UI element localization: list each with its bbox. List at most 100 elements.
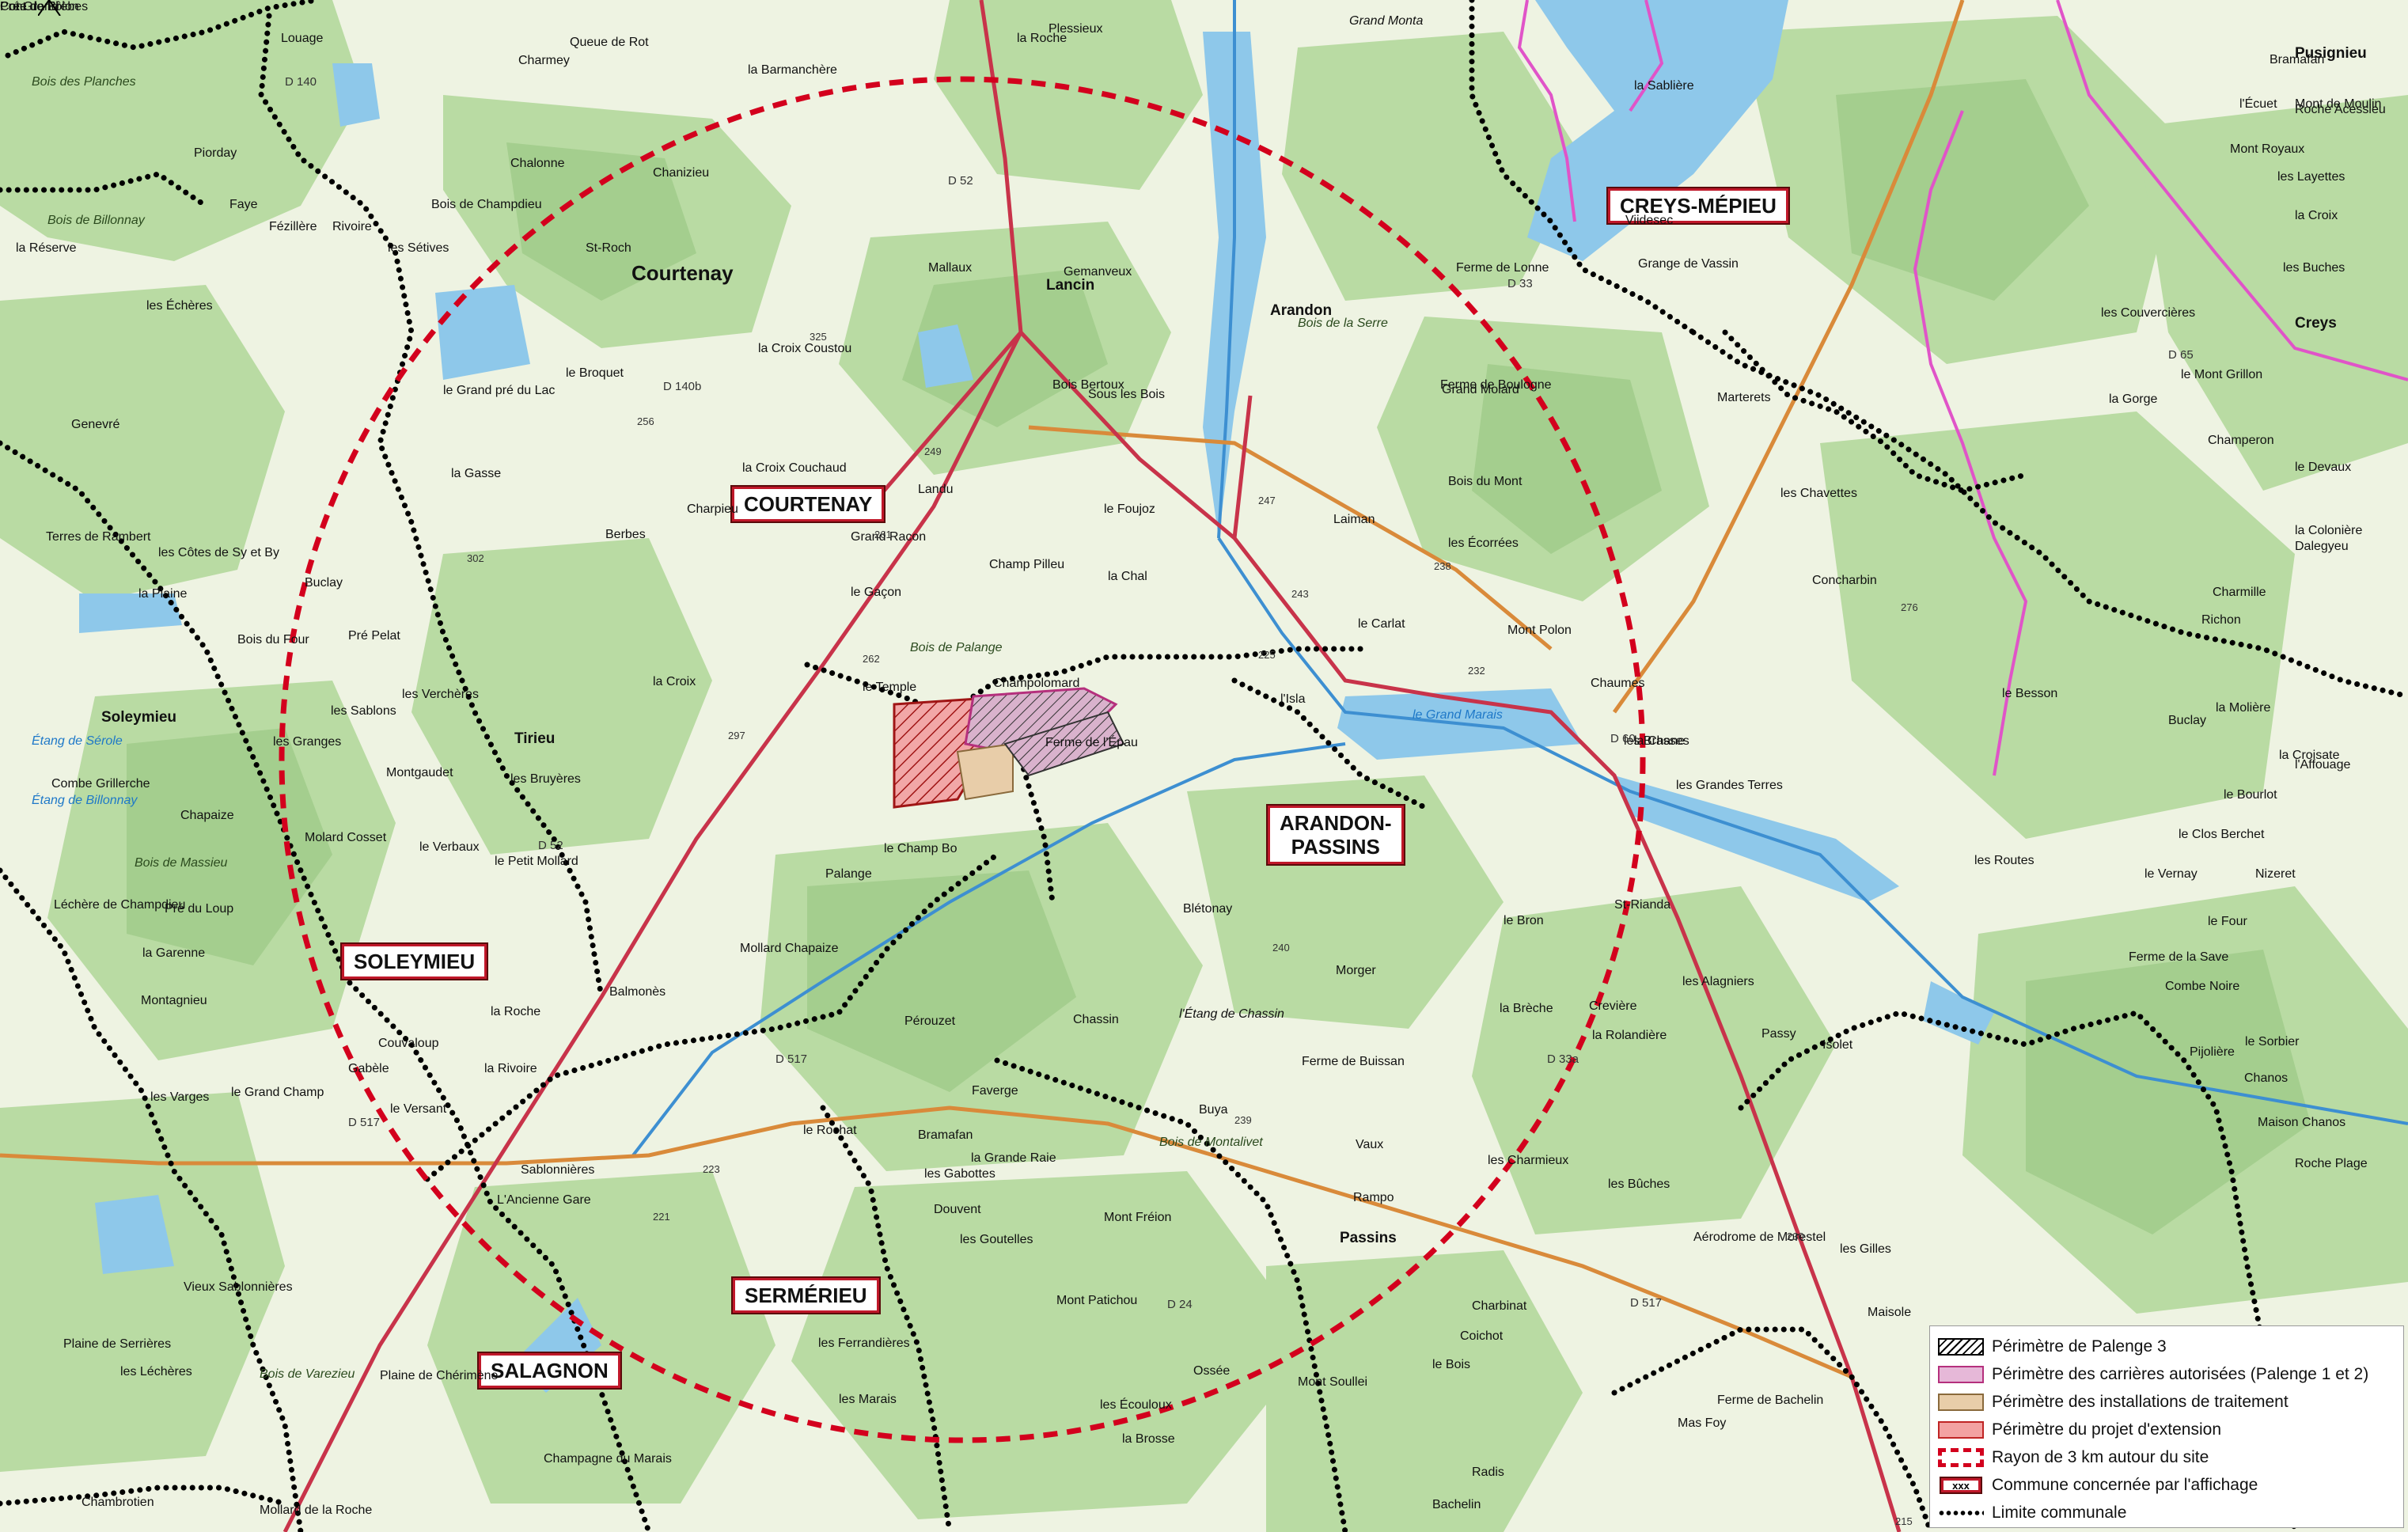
place-label: Chambrotien <box>82 1496 154 1509</box>
place-label: le Broquet <box>566 366 624 380</box>
place-label: Terres de Rambert <box>46 530 151 544</box>
place-label: Isolet <box>1822 1038 1853 1052</box>
place-label: Mollard de la Roche <box>260 1504 373 1517</box>
place-label: Étang de Billonnay <box>32 794 138 807</box>
place-label: la Chane <box>1634 734 1686 748</box>
place-label: Léchère de Champdieu <box>54 898 186 912</box>
spot-height: 276 <box>1901 601 1918 613</box>
place-label: Charmey <box>518 54 570 67</box>
place-label: St-Roch <box>586 241 631 255</box>
place-label: Bois de Varezieu <box>260 1367 355 1381</box>
commune-label-creys-mepieu[interactable]: CREYS-MÉPIEU <box>1606 187 1790 225</box>
place-label: Ossée <box>1193 1364 1231 1378</box>
place-label: Maisole <box>1868 1306 1912 1319</box>
place-label: Bramafan <box>918 1128 973 1142</box>
commune-label-courtenay[interactable]: COURTENAY <box>730 485 886 523</box>
place-label: le Four <box>2208 915 2247 928</box>
place-label: la Brosse <box>1122 1432 1175 1446</box>
place-label: les Buches <box>2283 261 2345 275</box>
place-label: Combe Grillerche <box>51 777 150 791</box>
commune-label-sermerieu[interactable]: SERMÉRIEU <box>731 1276 881 1314</box>
place-label: la Rolandière <box>1592 1029 1667 1042</box>
place-label: Bois de Massieu <box>135 856 228 870</box>
place-label: Douvent <box>934 1203 981 1216</box>
place-label: les Marais <box>839 1393 897 1406</box>
legend-swatch-pink <box>1938 1365 1984 1383</box>
place-label: les Routes <box>1974 854 2034 867</box>
spot-height: 297 <box>728 730 745 741</box>
place-label: la Colonière <box>2295 524 2363 537</box>
place-label: Creys <box>2295 315 2337 332</box>
place-label: Pré Grand <box>0 0 59 13</box>
place-label: les Sablons <box>331 704 396 718</box>
road-label: D 140b <box>663 380 702 393</box>
place-label: le Champ Bo <box>884 842 958 855</box>
place-label: Gabèle <box>348 1062 389 1075</box>
place-label: le Sorbier <box>2245 1035 2300 1049</box>
place-label: Bois Bertoux <box>1052 378 1124 392</box>
place-label: Rampo <box>1353 1191 1394 1204</box>
secondary-roads <box>0 0 1965 1379</box>
commune-label-soleymieu[interactable]: SOLEYMIEU <box>339 942 489 980</box>
place-label: Chanizieu <box>653 166 710 180</box>
place-label: Maison Chanos <box>2258 1116 2346 1129</box>
place-label: Montagnieu <box>141 994 207 1007</box>
place-label: les Bruyères <box>510 772 581 786</box>
road-label: D 517 <box>348 1116 381 1129</box>
legend-swatch-commune: xxx <box>1940 1476 1982 1494</box>
spot-height: 223 <box>703 1163 720 1175</box>
commune-label-salagnon[interactable]: SALAGNON <box>477 1352 622 1390</box>
spot-height: 240 <box>1272 942 1290 954</box>
place-label: Faverge <box>972 1084 1018 1098</box>
place-label: Chalonne <box>510 157 565 170</box>
place-label: Richon <box>2201 613 2241 627</box>
road-label: D 24 <box>1167 1298 1193 1311</box>
place-label: les Côtes de Sy et By <box>158 546 279 559</box>
place-label: la Rivoire <box>484 1062 537 1075</box>
place-label: Chassin <box>1073 1013 1119 1026</box>
place-label: Pijolière <box>2190 1045 2235 1059</box>
legend-label: Périmètre de Palenge 3 <box>1992 1337 2167 1356</box>
legend-swatch-tan <box>1938 1393 1984 1411</box>
place-label: Courtenay <box>631 261 734 285</box>
place-label: le Carlat <box>1358 617 1405 631</box>
place-label: le Devaux <box>2295 461 2352 474</box>
place-label: Ferme de Bachelin <box>1717 1394 1824 1407</box>
legend-row-commune: xxx Commune concernée par l'affichage <box>1938 1471 2395 1499</box>
place-label: les Ferrandières <box>818 1337 910 1350</box>
place-label: la Roche <box>491 1005 541 1018</box>
north-arrow-icon <box>38 0 61 16</box>
place-label: Bois des Planches <box>32 75 136 89</box>
legend-label: Périmètre des carrières autorisées (Pale… <box>1992 1364 2369 1383</box>
legend-row-palenge3: Périmètre de Palenge 3 <box>1938 1333 2395 1360</box>
spot-height: 238 <box>1434 560 1451 572</box>
place-label: les Layettes <box>2277 170 2345 184</box>
place-label: Nizeret <box>2255 867 2296 881</box>
project-site <box>893 687 1125 809</box>
legend-row-extension: Périmètre du projet d'extension <box>1938 1416 2395 1443</box>
place-label: les Grandes Terres <box>1676 779 1783 792</box>
place-label: Montgaudet <box>386 766 453 779</box>
place-label: la Brèche <box>1500 1002 1553 1015</box>
place-label: Mont Patichou <box>1056 1294 1138 1307</box>
legend-row-radius: Rayon de 3 km autour du site <box>1938 1443 2395 1471</box>
place-label: Charmille <box>2213 586 2266 599</box>
place-label: le Rochat <box>803 1124 857 1137</box>
place-label: le Vernay <box>2144 867 2198 881</box>
place-label: Coichot <box>1460 1329 1504 1343</box>
place-label: le Grand pré du Lac <box>443 384 556 397</box>
place-label: Aérodrome de Morestel <box>1693 1231 1826 1244</box>
legend-swatch-dots <box>1938 1510 1984 1515</box>
place-label: Vieux Sablonnières <box>184 1280 293 1294</box>
place-label: Grand Racon <box>851 530 927 544</box>
spot-height: 261 <box>874 529 892 540</box>
place-label: Arandon <box>1270 302 1333 319</box>
place-label: Sous les Bois <box>1088 388 1165 401</box>
place-label: le Gaçon <box>851 586 902 599</box>
place-label: la Croix <box>2295 209 2338 222</box>
legend-swatch-red <box>1938 1420 1984 1439</box>
spot-height: 232 <box>1468 665 1485 677</box>
commune-label-arandon-passins[interactable]: ARANDON- PASSINS <box>1266 804 1405 866</box>
place-label: les Brasses <box>1624 734 1689 748</box>
